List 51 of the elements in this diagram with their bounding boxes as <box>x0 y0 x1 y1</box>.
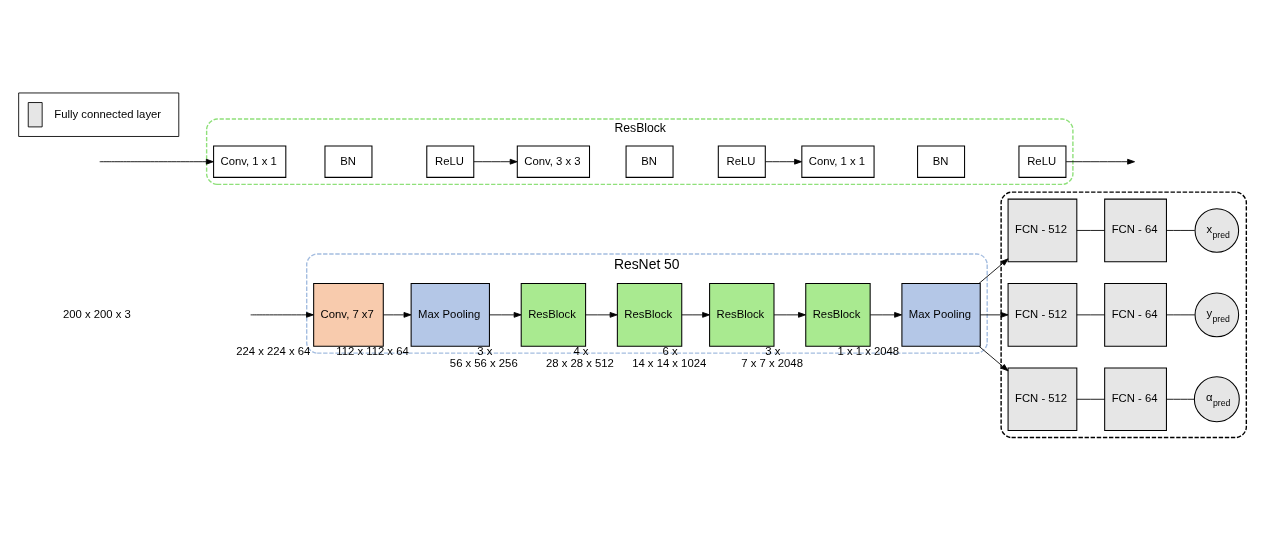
label: 200 x 200 x 3 <box>63 307 131 320</box>
node-label: 56 x 56 x 256 <box>449 357 518 370</box>
node-box: ReLU <box>426 145 475 178</box>
node-box: Conv, 3 x 3 <box>516 145 591 178</box>
arrow <box>250 312 314 318</box>
node-box: ResBlock <box>805 283 871 347</box>
node-box: FCN - 64 <box>1104 198 1167 263</box>
node-label: 7 x 7 x 2048 <box>741 357 803 370</box>
node-box: Conv, 1 x 1 <box>213 145 287 178</box>
node-label: 14 x 14 x 1024 <box>632 357 707 370</box>
node-box: ResBlock <box>520 283 587 347</box>
node-box: FCN - 512 <box>1007 283 1078 347</box>
node-box: BN <box>324 145 373 178</box>
node-label: 28 x 28 x 512 <box>546 357 614 370</box>
connector <box>1076 230 1105 231</box>
arrow <box>473 158 518 165</box>
node-box: Conv, 1 x 1 <box>801 145 875 178</box>
connector <box>1166 314 1196 316</box>
node-box: ResBlock <box>709 283 775 347</box>
legend-label: Fully connected layer <box>54 107 162 120</box>
arrow <box>1065 158 1135 165</box>
arrow <box>765 158 802 165</box>
node-box: ResBlock <box>616 283 683 347</box>
node-circle: y$_{pred}$ <box>1194 292 1240 338</box>
arrow <box>489 312 522 318</box>
node-box: FCN - 512 <box>1007 198 1078 263</box>
connector <box>1076 398 1105 400</box>
arrow <box>773 312 806 318</box>
node-box: FCN - 512 <box>1007 367 1078 432</box>
arrow <box>99 158 214 165</box>
arrow <box>869 312 902 318</box>
connector <box>1166 398 1195 400</box>
arrow <box>980 312 1009 318</box>
node-circle: α$_{pred}$ <box>1193 376 1240 423</box>
node-box: Max Pooling <box>410 283 490 347</box>
node-circle: x$_{pred}$ <box>1194 208 1240 253</box>
node-box: BN <box>625 145 674 178</box>
node-box: FCN - 64 <box>1104 367 1167 432</box>
node-box: FCN - 64 <box>1104 283 1167 347</box>
node-box: Conv, 7 x7 <box>313 283 384 347</box>
connector <box>1076 314 1105 316</box>
node-box: Max Pooling <box>901 283 981 347</box>
connector <box>1166 230 1196 231</box>
arrow <box>978 345 1009 372</box>
arrow <box>978 258 1009 284</box>
node-box: BN <box>917 145 966 178</box>
arrow <box>383 312 412 318</box>
node-box: ReLU <box>1018 145 1067 178</box>
arrow <box>681 312 710 318</box>
node-box: ReLU <box>717 145 766 178</box>
arrow <box>585 312 618 318</box>
